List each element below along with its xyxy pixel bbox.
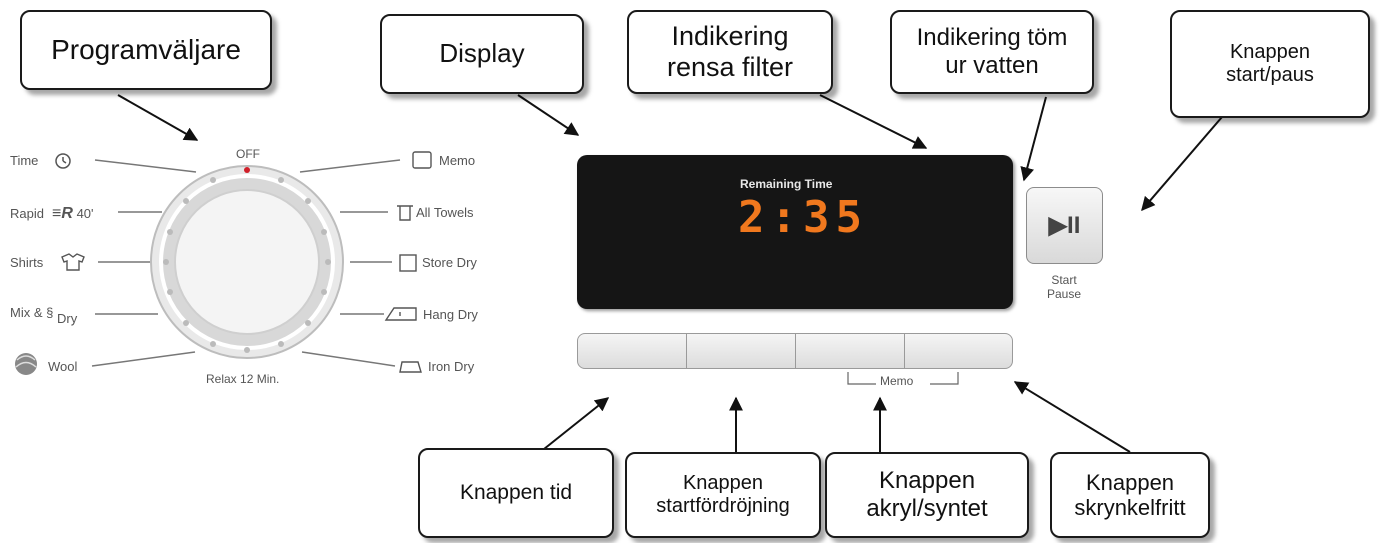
callout-display: Display xyxy=(380,14,584,94)
remaining-time-value: 2:35 xyxy=(738,192,868,243)
time-clock-icon xyxy=(55,153,71,169)
mix-dry-icon: § xyxy=(46,305,54,320)
arrow-start-pause xyxy=(1141,116,1223,212)
program-towels-label: All Towels xyxy=(416,205,474,220)
callout-wrinkle-button: Knappen skrynkelfritt xyxy=(1050,452,1210,538)
wrinkle-free-button[interactable] xyxy=(904,333,1013,369)
shirt-icon xyxy=(61,253,85,271)
display-panel xyxy=(577,155,1013,309)
callout-program-selector: Programväljare xyxy=(20,10,272,90)
start-pause-label: Start Pause xyxy=(1046,273,1082,302)
towel-icon xyxy=(397,205,413,221)
store-dry-icon xyxy=(399,254,417,272)
callout-time-button: Knappen tid xyxy=(418,448,614,538)
arrow-drain-indicator xyxy=(1020,96,1047,182)
callout-drain-indicator: Indikering töm ur vatten xyxy=(890,10,1094,94)
arrow-display xyxy=(517,94,580,136)
arrow-wrinkle-button xyxy=(1013,381,1131,453)
iron-dry-icon xyxy=(399,361,422,373)
program-dial[interactable] xyxy=(150,165,344,359)
arrow-program-selector xyxy=(117,94,199,141)
memo-icon xyxy=(412,151,432,169)
acrylic-button[interactable] xyxy=(795,333,905,369)
program-iron-label: Iron Dry xyxy=(428,359,475,374)
wool-icon xyxy=(15,353,37,375)
memo-label: Memo xyxy=(880,374,914,388)
time-button[interactable] xyxy=(577,333,687,369)
hang-dry-icon xyxy=(384,307,417,321)
program-time-label: Time xyxy=(10,153,39,168)
play-pause-icon: ▶II xyxy=(1048,212,1081,239)
program-mixdry-label: Mix & § Dry xyxy=(10,305,78,326)
program-wool-label: Wool xyxy=(48,359,78,374)
callout-filter-indicator: Indikering rensa filter xyxy=(627,10,833,94)
rapid-icon: ≡R xyxy=(47,205,73,222)
program-store-label: Store Dry xyxy=(422,255,477,270)
program-memo-label: Memo xyxy=(439,153,476,168)
dial-relax-label: Relax 12 Min. xyxy=(206,372,280,386)
program-hang-label: Hang Dry xyxy=(423,307,478,322)
delay-start-button[interactable] xyxy=(686,333,796,369)
program-shirts-label: Shirts xyxy=(10,255,44,270)
arrow-filter-indicator xyxy=(819,94,928,149)
program-rapid-label: Rapid ≡R 40' xyxy=(10,205,94,222)
callout-acrylic-button: Knappen akryl/syntet xyxy=(825,452,1029,538)
arrow-time-button xyxy=(533,397,610,458)
dial-off-label: OFF xyxy=(236,147,260,161)
remaining-time-label: Remaining Time xyxy=(740,177,833,191)
start-pause-button[interactable]: ▶II xyxy=(1026,187,1103,264)
callout-delay-button: Knappen startfördröjning xyxy=(625,452,821,538)
callout-start-pause: Knappen start/paus xyxy=(1170,10,1370,118)
